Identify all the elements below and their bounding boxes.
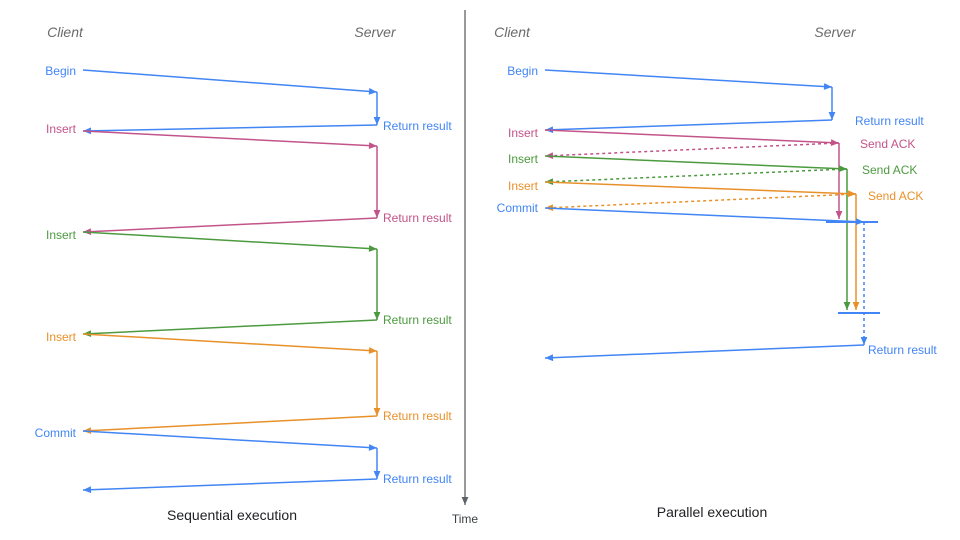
parallel-commit-transaction-request-line [544, 207, 865, 223]
parallel-insert-1-async-lifeline-arrowhead [835, 211, 843, 219]
sequential-begin-transaction-request-line [82, 69, 378, 93]
sequential-insert-1-request-line [82, 130, 378, 147]
sequential-insert-3-request-line [82, 333, 378, 352]
sequential-begin-transaction-response-line [82, 124, 378, 132]
parallel-flow-begin-transaction [544, 69, 836, 134]
parallel-client-label-4: Commit [497, 201, 539, 215]
sequential-commit-transaction-response-arrowhead [83, 486, 92, 494]
sequential-commit-transaction-request-arrowhead [368, 444, 377, 451]
sequential-flow-begin-transaction [82, 69, 381, 135]
sequential-insert-1-request-arrowhead [368, 142, 377, 149]
parallel-server-header: Server [814, 24, 857, 40]
parallel-caption: Parallel execution [657, 504, 768, 520]
time-axis-arrowhead [461, 497, 469, 505]
sequential-client-label-0: Begin [45, 64, 76, 78]
sequential-begin-transaction-request-arrowhead [368, 88, 377, 95]
sequential-insert-3-response-line [82, 415, 378, 432]
sequential-insert-2-request-line [82, 231, 378, 250]
sequential-commit-transaction-lifeline-arrowhead [373, 471, 381, 479]
sequential-server-label-2: Return result [383, 313, 452, 327]
parallel-server-label-3: Send ACK [868, 189, 923, 203]
sequential-insert-3-lifeline-arrowhead [373, 408, 381, 416]
parallel-insert-2-async-response-line [544, 168, 848, 183]
sequential-insert-3-request-arrowhead [368, 347, 377, 354]
sequential-server-header: Server [354, 24, 397, 40]
sequential-server-label-3: Return result [383, 409, 452, 423]
parallel-commit-transaction-response-line [544, 344, 865, 359]
sequential-server-label-0: Return result [383, 119, 452, 133]
parallel-client-label-1: Insert [508, 126, 539, 140]
parallel-flow-insert-1-async [544, 129, 843, 219]
sequential-insert-2-request-arrowhead [368, 245, 377, 252]
sequential-insert-2-lifeline-arrowhead [373, 312, 381, 320]
sequential-client-label-1: Insert [46, 122, 77, 136]
parallel-insert-3-async-request-line [544, 181, 857, 195]
parallel-flow-commit-transaction [544, 207, 868, 362]
parallel-insert-1-async-response-line [544, 142, 840, 157]
parallel-client-label-2: Insert [508, 152, 539, 166]
parallel-flow-insert-2-async [544, 155, 851, 310]
parallel-insert-1-async-request-line [544, 129, 840, 144]
sequential-server-label-4: Return result [383, 472, 452, 486]
parallel-begin-transaction-request-arrowhead [823, 83, 832, 90]
parallel-server-label-0: Return result [855, 114, 924, 128]
parallel-client-header: Client [494, 24, 531, 40]
parallel-begin-transaction-response-line [544, 119, 833, 131]
sequential-server-label-1: Return result [383, 211, 452, 225]
sequential-commit-transaction-request-line [82, 430, 378, 449]
parallel-client-label-3: Insert [508, 179, 539, 193]
sequential-flow-insert-2 [82, 231, 381, 338]
parallel-commit-transaction-lifeline-arrowhead [860, 337, 868, 345]
parallel-commit-transaction-response-arrowhead [545, 354, 554, 362]
parallel-insert-3-async-request-arrowhead [847, 190, 856, 198]
sequential-commit-transaction-response-line [82, 478, 378, 491]
sequential-client-label-4: Commit [35, 426, 77, 440]
sequential-client-label-2: Insert [46, 228, 77, 242]
parallel-flow-insert-3-async [544, 181, 860, 310]
sequential-client-label-3: Insert [46, 330, 77, 344]
parallel-server-label-2: Send ACK [862, 163, 917, 177]
parallel-insert-2-async-lifeline-arrowhead [843, 302, 851, 310]
sequential-insert-1-lifeline-arrowhead [373, 210, 381, 218]
sequential-caption: Sequential execution [167, 507, 297, 523]
sequential-insert-1-response-line [82, 217, 378, 233]
sequential-client-header: Client [47, 24, 84, 40]
parallel-insert-2-async-request-line [544, 155, 848, 170]
sequential-insert-2-response-line [82, 319, 378, 335]
parallel-server-label-4: Return result [868, 343, 937, 357]
time-axis-label: Time [452, 512, 479, 526]
parallel-insert-2-async-request-arrowhead [838, 165, 847, 173]
sequential-flow-insert-3 [82, 333, 381, 434]
parallel-begin-transaction-request-line [544, 69, 833, 88]
parallel-begin-transaction-lifeline-arrowhead [828, 112, 836, 120]
parallel-insert-1-async-request-arrowhead [830, 139, 839, 147]
parallel-insert-3-async-lifeline-arrowhead [852, 302, 860, 310]
parallel-server-label-1: Send ACK [860, 137, 915, 151]
parallel-client-label-0: Begin [507, 64, 538, 78]
sequential-begin-transaction-lifeline-arrowhead [373, 117, 381, 125]
sequential-flow-commit-transaction [82, 430, 381, 494]
sequential-flow-insert-1 [82, 130, 381, 236]
parallel-insert-3-async-response-line [544, 193, 857, 209]
